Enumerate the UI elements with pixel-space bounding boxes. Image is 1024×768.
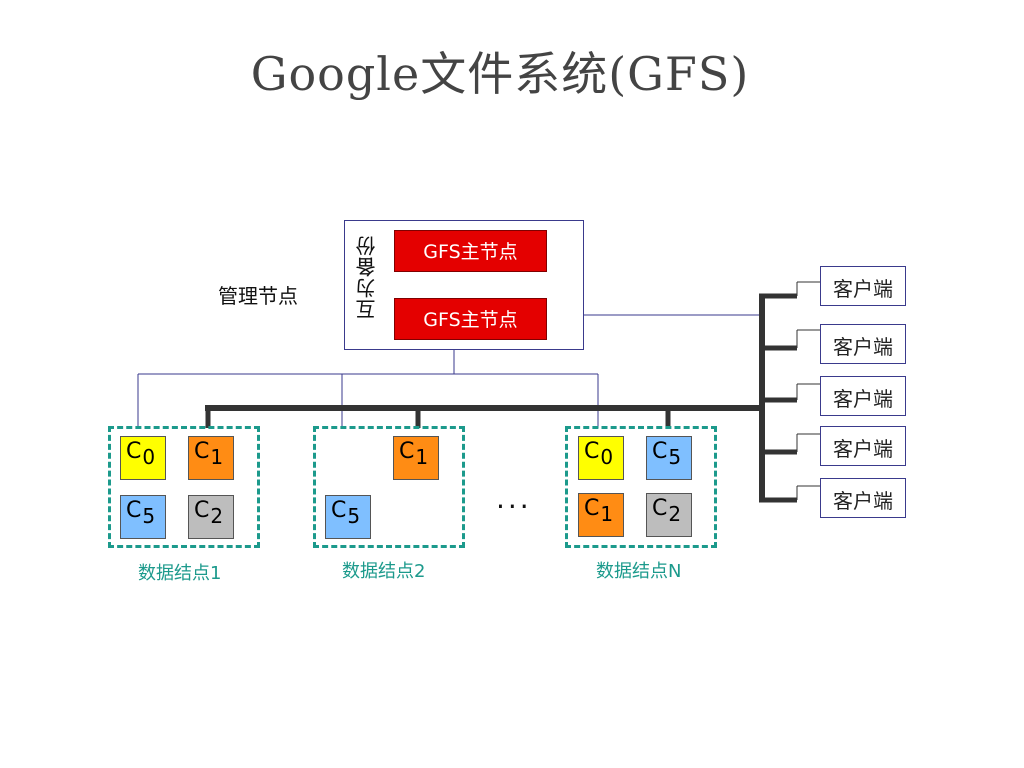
data-node-2-label: 数据结点2 [342, 561, 426, 582]
client-5: 客户端 [820, 478, 906, 518]
gfs-master-primary: GFS主节点 [394, 230, 547, 272]
client-connectors [759, 281, 820, 503]
chunk-c2: C2 [646, 493, 692, 537]
gfs-master-backup: GFS主节点 [394, 298, 547, 340]
data-node-2 [313, 426, 465, 548]
data-node-n-label: 数据结点N [596, 561, 682, 582]
management-node-label: 管理节点 [218, 284, 298, 308]
data-node-n [565, 426, 717, 548]
chunk-c5: C5 [325, 495, 371, 539]
client-1: 客户端 [820, 266, 906, 306]
client-3: 客户端 [820, 376, 906, 416]
chunk-c1: C1 [578, 493, 624, 537]
chunk-c5: C5 [646, 436, 692, 480]
data-node-1 [108, 426, 260, 548]
client-2: 客户端 [820, 324, 906, 364]
chunk-c0: C0 [120, 436, 166, 480]
backup-label: 互为备份 [355, 235, 379, 319]
chunk-c1: C1 [188, 436, 234, 480]
chunk-c1: C1 [393, 436, 439, 480]
chunk-c5: C5 [120, 495, 166, 539]
client-4: 客户端 [820, 426, 906, 466]
chunk-c0: C0 [578, 436, 624, 480]
chunk-c2: C2 [188, 495, 234, 539]
ellipsis: ··· [496, 490, 532, 523]
data-node-1-label: 数据结点1 [138, 563, 222, 584]
page-title: Google文件系统(GFS) [250, 47, 750, 101]
